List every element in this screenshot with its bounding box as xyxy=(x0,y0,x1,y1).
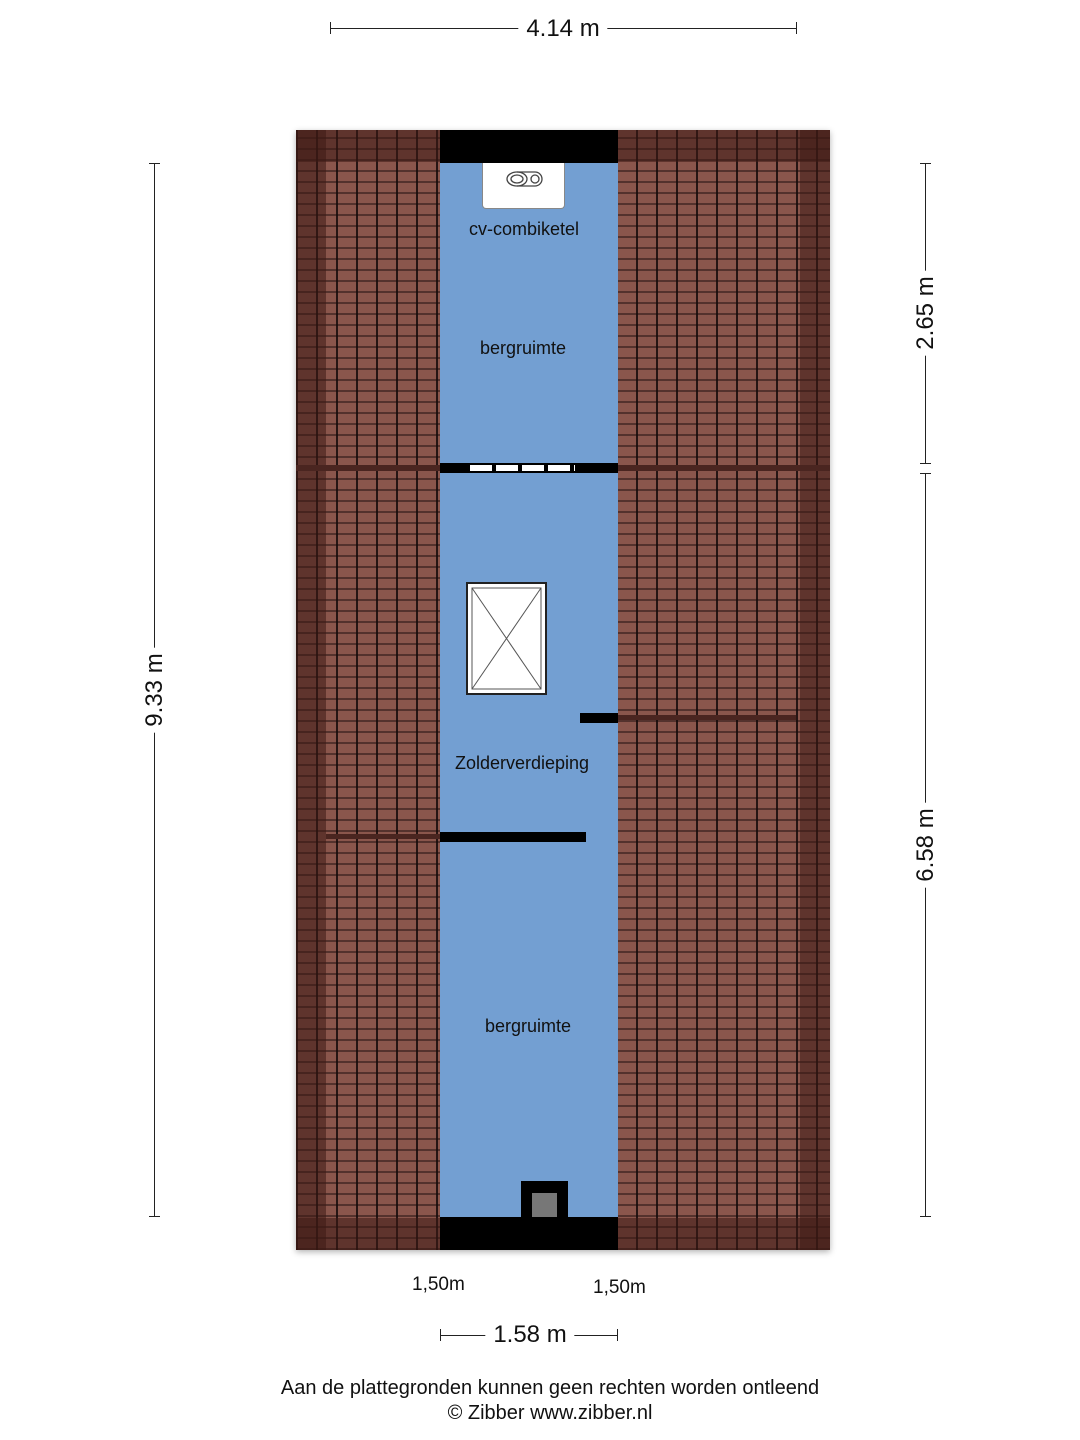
dim-tick xyxy=(920,463,931,464)
wall-bottom xyxy=(440,1217,618,1250)
dim-tick xyxy=(330,22,331,34)
dim-tick xyxy=(149,163,160,164)
footer-disclaimer: Aan de plattegronden kunnen geen rechten… xyxy=(280,1377,820,1399)
label-attic: Zolderverdieping xyxy=(454,753,590,773)
roof-edge-right xyxy=(800,130,830,1250)
dim-tick xyxy=(920,1216,931,1217)
skylight-cross-icon xyxy=(471,587,542,690)
label-boiler: cv-combiketel xyxy=(468,219,580,239)
dim-width-total: 4.14 m xyxy=(518,15,608,43)
label-side-right: 1,50m xyxy=(593,1277,646,1298)
dim-tick xyxy=(149,1216,160,1217)
wall-top xyxy=(440,130,618,163)
label-storage-bottom: bergruimte xyxy=(484,1016,572,1036)
dim-height-total: 9.33 m xyxy=(141,647,169,733)
roof-edge-left xyxy=(296,130,326,1250)
boiler-icon xyxy=(506,171,543,187)
skylight xyxy=(466,582,547,695)
wall-partition xyxy=(440,832,586,842)
roof-line xyxy=(326,834,440,839)
dim-height-upper: 2.65 m xyxy=(912,270,940,356)
dim-tick xyxy=(440,1329,441,1341)
roof-line xyxy=(618,715,796,720)
dim-tick xyxy=(920,473,931,474)
label-side-left: 1,50m xyxy=(412,1274,465,1295)
dim-tick xyxy=(796,22,797,34)
wall-stub xyxy=(580,713,618,723)
dim-width-inner: 1.58 m xyxy=(485,1321,575,1349)
label-storage-top: bergruimte xyxy=(479,338,567,358)
dim-tick xyxy=(920,163,931,164)
dim-tick xyxy=(617,1329,618,1341)
dim-height-lower: 6.58 m xyxy=(912,802,940,888)
divider-opening xyxy=(470,465,575,471)
chimney-flue xyxy=(532,1193,557,1217)
boiler xyxy=(482,163,565,209)
footer-copyright: © Zibber www.zibber.nl xyxy=(447,1402,653,1424)
